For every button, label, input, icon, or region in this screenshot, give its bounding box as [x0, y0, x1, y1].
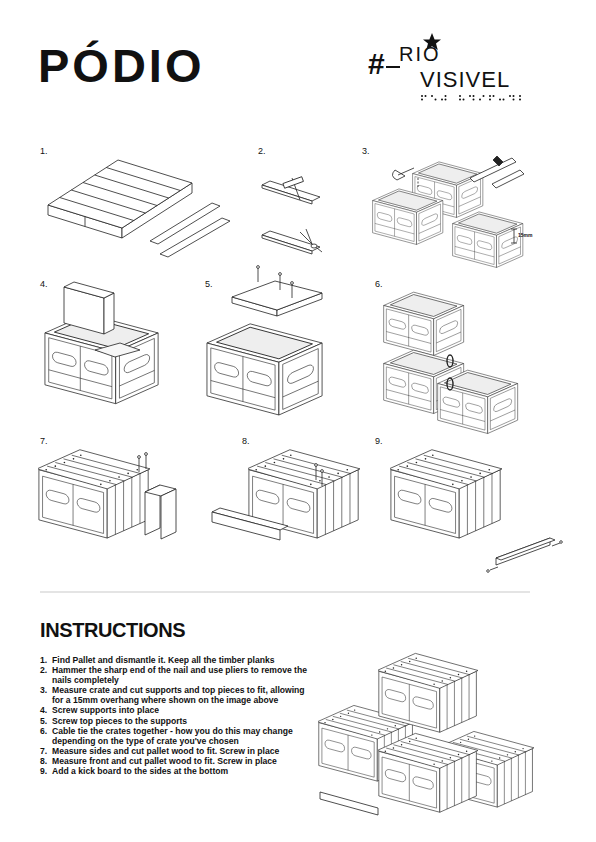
step-number: 2. — [258, 147, 266, 156]
logo-word: VISIVEL — [420, 69, 510, 91]
instruction-number: 3. — [40, 685, 47, 695]
instruction-list: 1. Find Pallet and dismantle it. Keep all… — [40, 655, 308, 776]
instruction-text: Cable tie the crates together - how you … — [52, 726, 308, 746]
crates-measuring — [373, 156, 524, 267]
instruction-text: Find Pallet and dismantle it. Keep all t… — [52, 655, 308, 665]
instruction-item: 5. Screw top pieces to the supports — [40, 716, 308, 726]
instruction-item: 1. Find Pallet and dismantle it. Keep all… — [40, 655, 308, 665]
front-panel-drawing — [212, 450, 360, 540]
assembled-podium — [317, 653, 534, 815]
step-number: 8. — [242, 437, 250, 446]
tools-drawing — [262, 177, 322, 254]
logo-mark — [386, 33, 521, 101]
instruction-item: 8. Measure front and cut pallet wood to f… — [40, 756, 308, 766]
instruction-item: 4. Screw supports into place — [40, 705, 308, 715]
support-drawing — [45, 282, 158, 404]
page-title: PÓDIO — [38, 42, 204, 89]
top-piece-drawing — [207, 266, 322, 415]
step-number: 9. — [375, 437, 383, 446]
instruction-number: 8. — [40, 756, 47, 766]
pallet-drawing — [48, 160, 230, 257]
instruction-text: Hammer the sharp end of the nail and use… — [52, 665, 308, 685]
instruction-text: Measure crate and cut supports and top p… — [52, 685, 308, 705]
instruction-item: 2. Hammer the sharp end of the nail and u… — [40, 665, 308, 685]
side-panel-drawing — [37, 450, 176, 539]
step-number: 5. — [205, 280, 213, 289]
instruction-number: 5. — [40, 716, 47, 726]
step-number: 3. — [362, 147, 370, 156]
step-number: 1. — [40, 147, 48, 156]
instruction-text: Screw top pieces to the supports — [52, 716, 308, 726]
instruction-number: 2. — [40, 665, 47, 675]
instruction-number: 9. — [40, 766, 47, 776]
kick-board-drawing — [389, 450, 562, 573]
section-heading: INSTRUCTIONS — [40, 620, 185, 640]
instruction-item: 6. Cable tie the crates together - how yo… — [40, 726, 308, 746]
instruction-text: Measure front and cut pallet wood to fit… — [52, 756, 308, 766]
instruction-item: 3. Measure crate and cut supports and top… — [40, 685, 308, 705]
divider-line — [40, 592, 530, 593]
cable-tie-drawing — [384, 292, 518, 433]
instruction-number: 1. — [40, 655, 47, 665]
step-number: 6. — [375, 280, 383, 289]
instruction-item: 9. Add a kick board to the sides at the b… — [40, 766, 308, 776]
instruction-text: Measure sides and cut pallet wood to fit… — [52, 746, 308, 756]
instruction-item: 7. Measure sides and cut pallet wood to f… — [40, 746, 308, 756]
logo-word: RIO — [399, 44, 441, 64]
instruction-text: Screw supports into place — [52, 705, 308, 715]
step-number: 4. — [40, 280, 48, 289]
logo-hash: # — [368, 49, 385, 79]
step-number: 7. — [40, 437, 48, 446]
instruction-number: 7. — [40, 746, 47, 756]
instruction-number: 4. — [40, 705, 47, 715]
instruction-text: Add a kick board to the sides at the bot… — [52, 766, 308, 776]
dimension-label: 15mm — [518, 233, 532, 238]
instruction-number: 6. — [40, 726, 47, 736]
